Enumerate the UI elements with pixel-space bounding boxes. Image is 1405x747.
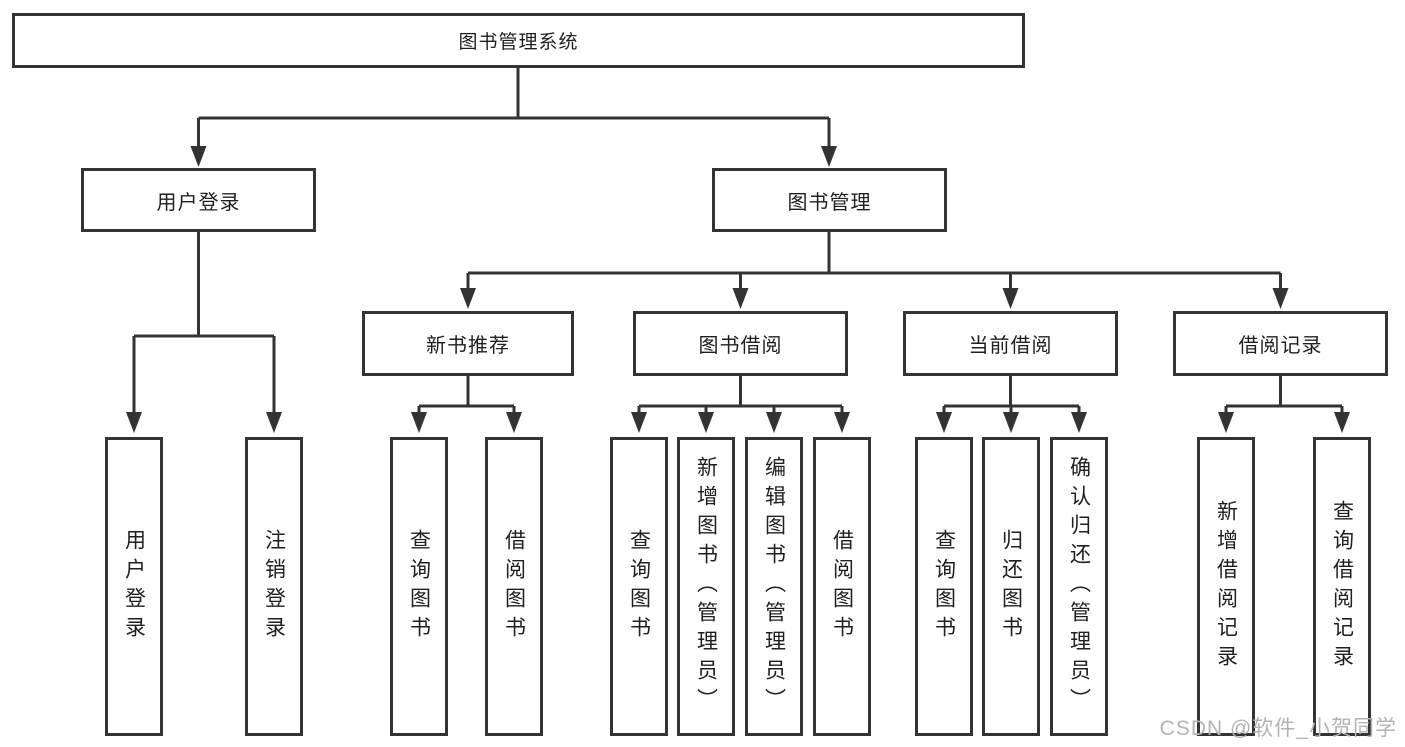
- leaf-query-books-2: 查询图书: [610, 437, 668, 736]
- leaf-logout-label: 注销登录: [262, 528, 286, 645]
- leaf-edit-books-admin-label: 编辑图书（管理员）: [762, 456, 786, 717]
- connector-book-borrowing-to-leaves: [637, 376, 844, 414]
- connector-current-borrowing-to-leaves: [942, 376, 1081, 414]
- node-root-label: 图书管理系统: [458, 32, 579, 53]
- leaf-confirm-return-admin-label: 确认归还（管理员）: [1067, 456, 1091, 717]
- connector-book-management-to-level3: [466, 232, 1282, 290]
- leaf-borrow-books-2-label: 借阅图书: [830, 528, 854, 645]
- arrowhead-icon: [766, 412, 782, 433]
- arrowhead-icon: [1002, 288, 1019, 309]
- node-book-borrowing: 图书借阅: [633, 311, 848, 376]
- node-borrowing-records: 借阅记录: [1173, 311, 1388, 376]
- arrowhead-icon: [460, 288, 476, 309]
- leaf-query-books-1-label: 查询图书: [407, 528, 431, 645]
- connector-root-to-level2: [197, 68, 831, 148]
- leaf-query-books-2-label: 查询图书: [627, 528, 651, 645]
- leaf-return-books: 归还图书: [982, 437, 1040, 736]
- leaf-edit-books-admin: 编辑图书（管理员）: [745, 437, 803, 736]
- arrowhead-icon: [1003, 412, 1019, 433]
- arrowhead-icon: [732, 288, 749, 309]
- arrowhead-icon: [190, 146, 207, 167]
- node-book-borrowing-label: 图书借阅: [698, 335, 783, 357]
- arrowhead-icon: [631, 412, 647, 433]
- leaf-borrow-books-2: 借阅图书: [813, 437, 871, 736]
- arrowhead-icon: [821, 146, 837, 167]
- leaf-user-login-label: 用户登录: [122, 528, 146, 645]
- leaf-add-books-admin-label: 新增图书（管理员）: [694, 456, 718, 717]
- node-root: 图书管理系统: [12, 13, 1025, 68]
- arrowheads: [126, 146, 1350, 433]
- node-new-book-recommend: 新书推荐: [362, 311, 574, 376]
- leaf-return-books-label: 归还图书: [999, 528, 1023, 645]
- arrowhead-icon: [834, 412, 850, 433]
- leaf-user-login: 用户登录: [105, 437, 163, 736]
- arrowhead-icon: [126, 412, 142, 433]
- leaf-add-borrow-record: 新增借阅记录: [1197, 437, 1255, 736]
- leaf-query-borrow-record-label: 查询借阅记录: [1330, 499, 1354, 674]
- arrowhead-icon: [1071, 412, 1087, 433]
- arrowhead-icon: [698, 412, 714, 433]
- leaf-query-borrow-record: 查询借阅记录: [1313, 437, 1371, 736]
- connector-user-login-to-leaves: [132, 232, 276, 414]
- leaf-query-books-3: 查询图书: [915, 437, 973, 736]
- leaf-borrow-books-1: 借阅图书: [485, 437, 543, 736]
- csdn-watermark: CSDN @软件_小贺同学: [1159, 717, 1397, 740]
- connector-new-book-recommend-to-leaves: [417, 376, 516, 414]
- leaf-logout: 注销登录: [245, 437, 303, 736]
- node-book-management: 图书管理: [712, 168, 947, 232]
- node-current-borrowing-label: 当前借阅: [968, 335, 1053, 357]
- arrowhead-icon: [411, 412, 427, 433]
- node-user-login: 用户登录: [81, 168, 316, 232]
- leaf-add-books-admin: 新增图书（管理员）: [677, 437, 735, 736]
- leaf-confirm-return-admin: 确认归还（管理员）: [1050, 437, 1108, 736]
- arrowhead-icon: [936, 412, 952, 433]
- arrowhead-icon: [1218, 412, 1234, 433]
- leaf-borrow-books-1-label: 借阅图书: [502, 528, 526, 645]
- arrowhead-icon: [1334, 412, 1350, 433]
- node-book-management-label: 图书管理: [787, 191, 872, 214]
- leaf-query-books-1: 查询图书: [390, 437, 448, 736]
- node-user-login-label: 用户登录: [156, 191, 241, 214]
- node-new-book-recommend-label: 新书推荐: [426, 335, 510, 357]
- arrowhead-icon: [1272, 288, 1289, 309]
- node-borrowing-records-label: 借阅记录: [1238, 335, 1323, 357]
- node-current-borrowing: 当前借阅: [903, 311, 1118, 376]
- arrowhead-icon: [506, 412, 522, 433]
- leaf-query-books-3-label: 查询图书: [932, 528, 956, 645]
- arrowhead-icon: [266, 412, 282, 433]
- leaf-add-borrow-record-label: 新增借阅记录: [1214, 499, 1238, 674]
- connector-borrowing-records-to-leaves: [1224, 376, 1344, 414]
